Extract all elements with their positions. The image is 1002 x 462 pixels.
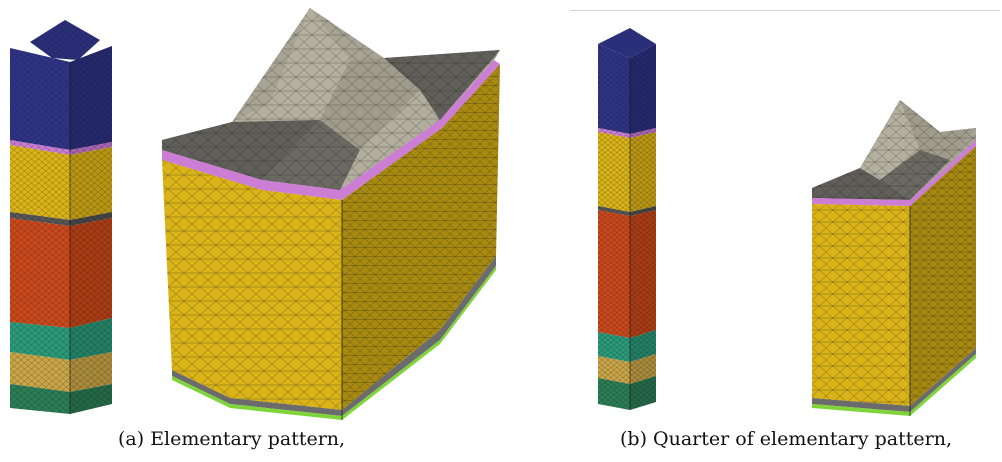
block-a	[162, 8, 500, 420]
block-b	[812, 100, 976, 416]
column-a	[10, 20, 112, 414]
panel-a-mesh	[10, 8, 500, 420]
caption-b: (b) Quarter of elementary pattern,	[620, 428, 953, 450]
panel-b-mesh	[598, 28, 976, 416]
caption-a: (a) Elementary pattern,	[118, 428, 346, 450]
top-rule	[570, 10, 1000, 11]
column-b	[598, 28, 656, 410]
